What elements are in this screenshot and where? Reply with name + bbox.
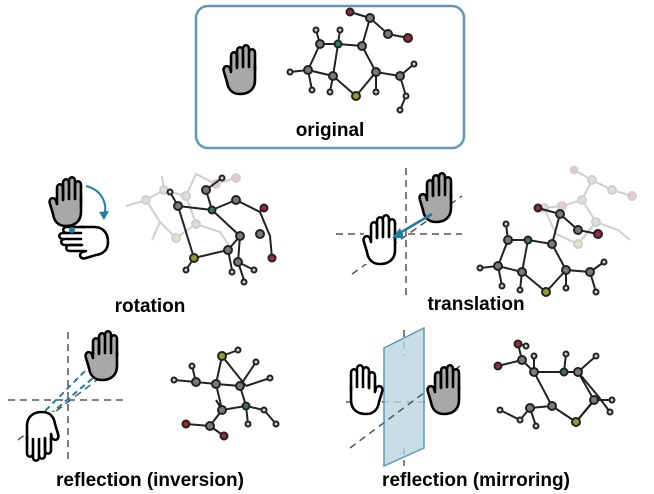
straight-arrow-icon xyxy=(397,212,433,236)
molecule-inversion xyxy=(170,346,280,441)
original-frame xyxy=(194,4,466,150)
hand-icon xyxy=(420,173,451,222)
hand-icon xyxy=(86,331,117,380)
hand-icon xyxy=(25,410,60,463)
hand-icon xyxy=(362,213,397,266)
label-mirroring: reflection (mirroring) xyxy=(382,470,570,491)
molecule-original xyxy=(286,7,418,114)
molecule-rotation xyxy=(125,172,277,286)
hand-icon xyxy=(349,363,384,416)
hand-icon xyxy=(428,365,459,414)
hand-icon xyxy=(57,225,110,260)
hand-icon xyxy=(50,177,81,226)
curved-arrow-icon xyxy=(85,185,107,217)
label-rotation: rotation xyxy=(115,296,186,317)
label-translation: translation xyxy=(427,294,524,315)
hand-icon xyxy=(224,45,255,94)
molecule-translation xyxy=(476,165,637,297)
mirror-plane-icon xyxy=(383,326,425,468)
molecule-mirroring xyxy=(493,339,616,430)
label-original: original xyxy=(296,120,365,141)
label-inversion: reflection (inversion) xyxy=(56,470,244,491)
